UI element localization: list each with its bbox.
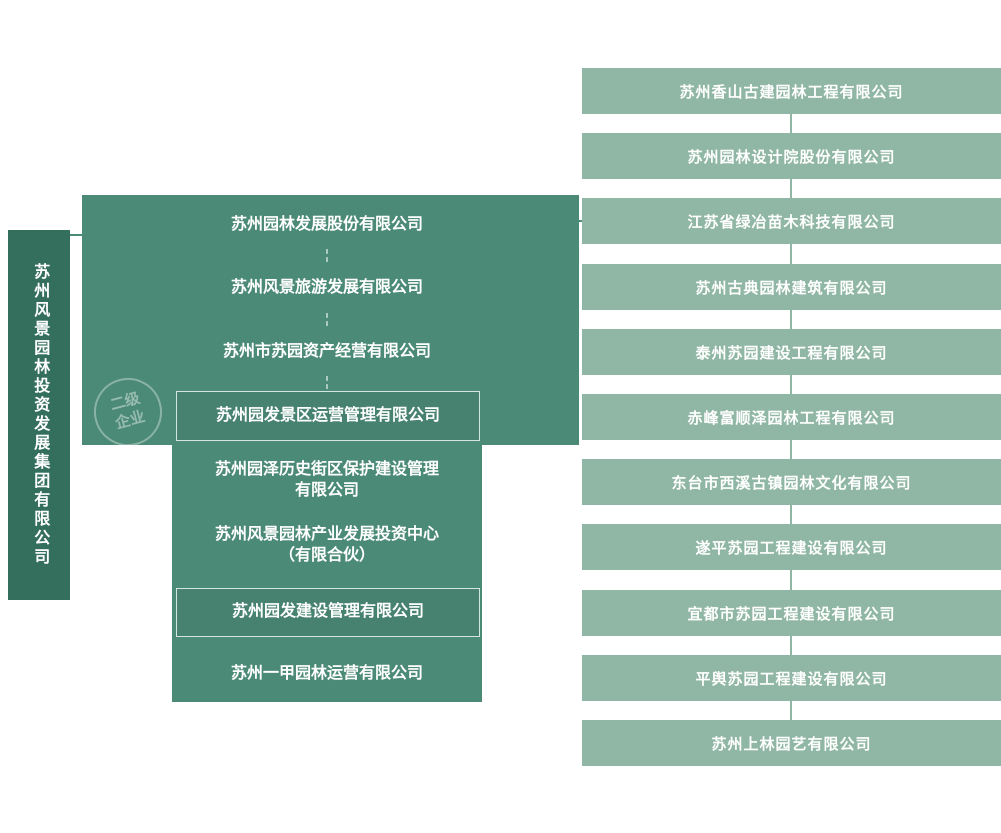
right-node-7: 东台市西溪古镇园林文化有限公司: [582, 459, 1001, 505]
mid-node-3: 苏州市苏园资产经营有限公司: [222, 342, 431, 360]
right-node-2: 苏州园林设计院股份有限公司: [582, 133, 1001, 179]
right-node-8: 遂平苏园工程建设有限公司: [582, 524, 1001, 570]
mid-node-8: 苏州一甲园林运营有限公司: [230, 664, 423, 682]
mid-node-7: 苏州园发建设管理有限公司: [176, 588, 480, 637]
connector-right-1-2: [790, 114, 792, 133]
connector-right-2-3: [790, 179, 792, 198]
mid-node-4: 苏州园发景区运营管理有限公司: [176, 391, 480, 441]
root-company-node: 苏州风景园林投资发展集团有限公司: [8, 230, 70, 600]
connector-right-10-11: [790, 701, 792, 720]
mid-node-6: 苏州风景园林产业发展投资中心 （有限合伙）: [214, 526, 439, 564]
connector-root-to-mid: [70, 234, 82, 236]
mid-separator-1: [326, 249, 328, 262]
right-node-11: 苏州上林园艺有限公司: [582, 720, 1001, 766]
connector-right-3-4: [790, 244, 792, 264]
right-node-9: 宜都市苏园工程建设有限公司: [582, 590, 1001, 636]
right-node-10: 平舆苏园工程建设有限公司: [582, 655, 1001, 701]
mid-node-1: 苏州园林发展股份有限公司: [230, 215, 423, 233]
connector-right-7-8: [790, 505, 792, 524]
connector-right-9-10: [790, 636, 792, 655]
connector-right-6-7: [790, 440, 792, 459]
mid-panel-narrow: [172, 445, 482, 702]
right-node-6: 赤峰富顺泽园林工程有限公司: [582, 394, 1001, 440]
connector-right-5-6: [790, 375, 792, 394]
mid-node-5: 苏州园泽历史街区保护建设管理 有限公司: [214, 461, 439, 499]
connector-mid-to-right: [574, 220, 584, 222]
connector-right-8-9: [790, 570, 792, 590]
mid-panel-wide: [82, 195, 579, 445]
mid-separator-2: [326, 313, 328, 326]
right-node-4: 苏州古典园林建筑有限公司: [582, 264, 1001, 310]
right-node-3: 江苏省绿冶苗木科技有限公司: [582, 198, 1001, 244]
right-node-1: 苏州香山古建园林工程有限公司: [582, 68, 1001, 114]
right-node-5: 泰州苏园建设工程有限公司: [582, 329, 1001, 375]
mid-node-2: 苏州风景旅游发展有限公司: [230, 278, 423, 296]
mid-separator-3: [326, 376, 328, 389]
connector-right-4-5: [790, 310, 792, 329]
